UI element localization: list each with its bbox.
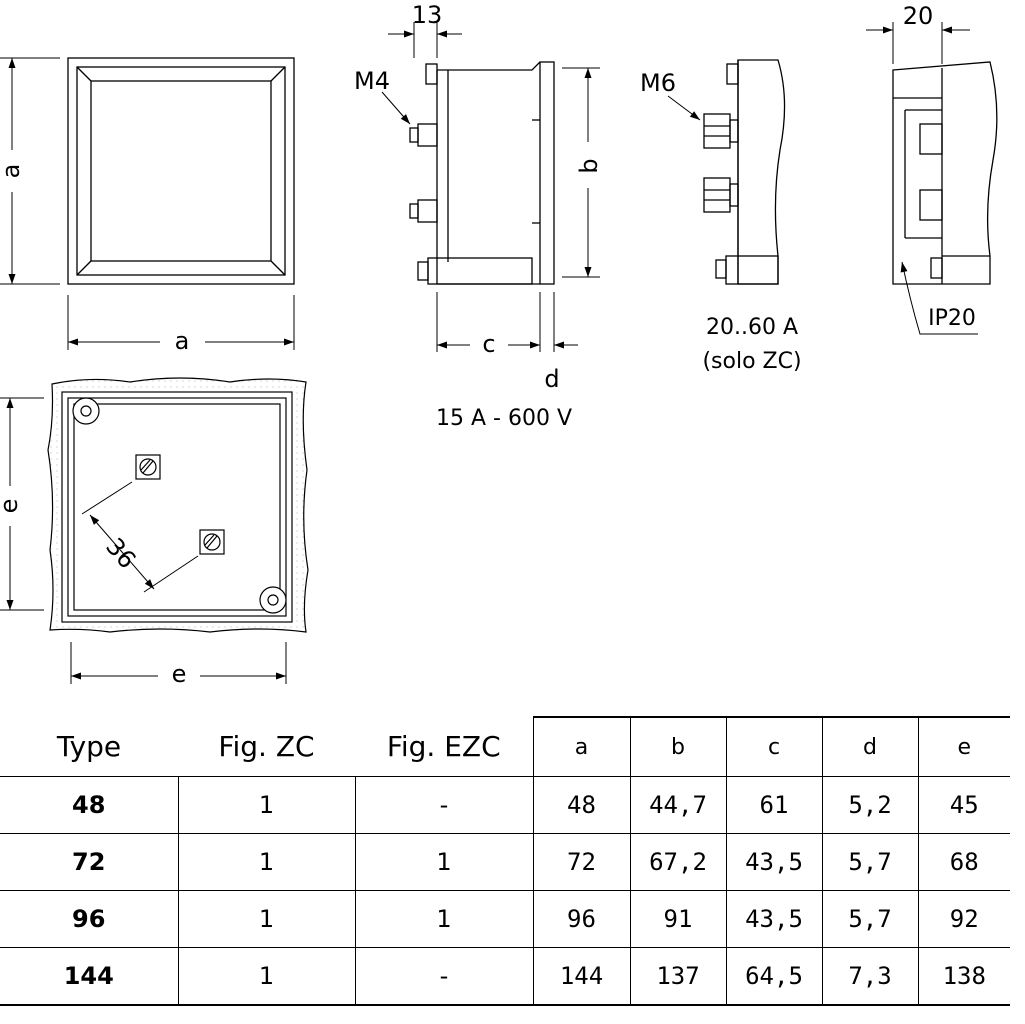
dim-label-b: b — [575, 158, 603, 173]
cell-c: 64,5 — [725, 947, 822, 1006]
rating-15a-label: 15 A - 600 V — [436, 406, 572, 431]
dimensions-table: Type Fig. ZC Fig. EZC a b c d e 48 1 - 4… — [0, 716, 1010, 1006]
dimension-36 — [81, 481, 199, 593]
terminal-top-m6 — [726, 63, 739, 85]
terminal-bottom — [417, 261, 429, 281]
corner-screw-top-left — [72, 397, 100, 425]
dimension-13 — [388, 22, 462, 58]
side-housing-curved — [737, 59, 786, 285]
cell-d: 7,3 — [821, 947, 918, 1006]
cell-e: 68 — [917, 833, 1010, 891]
dimension-e-horizontal — [70, 642, 287, 684]
dim-label-c: c — [482, 330, 495, 358]
side-base-block-2 — [725, 255, 779, 285]
dimension-20 — [866, 22, 970, 64]
label-m6: M6 — [640, 69, 676, 97]
side-base-block — [427, 257, 533, 285]
cell-a: 72 — [532, 833, 630, 891]
cell-fig-zc: 1 — [177, 776, 355, 834]
cell-b: 137 — [629, 947, 726, 1006]
corner-screw-bottom-right — [259, 586, 287, 614]
cell-type: 96 — [0, 890, 178, 948]
front-bezel-inner — [76, 66, 286, 276]
cell-b: 91 — [629, 890, 726, 948]
header-c: c — [725, 716, 822, 777]
terminal-top — [425, 63, 438, 85]
header-fig-zc: Fig. ZC — [218, 730, 315, 763]
cell-c: 43,5 — [725, 833, 822, 891]
front-view — [67, 57, 295, 285]
front-window — [90, 80, 272, 262]
table-header-row: Type Fig. ZC Fig. EZC a b c d e — [0, 716, 1010, 777]
cell-a: 96 — [532, 890, 630, 948]
cell-e: 138 — [917, 947, 1010, 1006]
rating-20-60a-label: 20..60 A — [706, 315, 798, 340]
dimension-a-vertical — [0, 57, 60, 285]
dim-label-20: 20 — [903, 2, 934, 30]
cell-fig-zc: 1 — [177, 833, 355, 891]
cell-fig-zc: 1 — [177, 890, 355, 948]
label-m4: M4 — [354, 67, 390, 95]
cell-c: 43,5 — [725, 890, 822, 948]
cell-e: 92 — [917, 890, 1010, 948]
label-ip20: IP20 — [928, 306, 976, 331]
cell-b: 67,2 — [629, 833, 726, 891]
dim-label-e-vertical: e — [0, 499, 23, 514]
front-bezel-outer — [67, 57, 295, 285]
cutout-outer — [61, 391, 293, 623]
dim-label-a-vertical: a — [0, 164, 25, 179]
table-row: 96 1 1 96 91 43,5 5,7 92 — [0, 890, 1010, 948]
technical-drawing: a a 13 M4 b — [0, 1, 998, 688]
panel-cutout-view — [47, 377, 309, 633]
cell-b: 44,7 — [629, 776, 726, 834]
dim-label-d: d — [544, 365, 559, 393]
terminal-m4-1 — [417, 123, 438, 147]
cell-fig-ezc: - — [354, 776, 533, 834]
ip20-cover-view — [892, 61, 998, 285]
dim-label-a-horizontal: a — [175, 327, 190, 355]
cell-type: 72 — [0, 833, 178, 891]
solo-zc-label: (solo ZC) — [702, 349, 801, 374]
table-row: 48 1 - 48 44,7 61 5,2 45 — [0, 776, 1010, 834]
header-fig-ezc: Fig. EZC — [386, 730, 501, 763]
header-d: d — [821, 716, 918, 777]
cover-housing — [892, 61, 998, 285]
cell-fig-ezc: 1 — [354, 833, 533, 891]
dimension-b — [562, 67, 600, 278]
cell-d: 5,2 — [821, 776, 918, 834]
cell-e: 45 — [917, 776, 1010, 834]
header-e: e — [917, 716, 1010, 777]
cell-fig-ezc: 1 — [354, 890, 533, 948]
header-type: Type — [56, 730, 122, 763]
header-a: a — [532, 716, 630, 777]
terminal-m4-2 — [417, 199, 438, 223]
side-bezel — [539, 61, 555, 285]
terminal-m6-2 — [703, 177, 731, 213]
cell-a: 48 — [532, 776, 630, 834]
cell-type: 144 — [0, 947, 178, 1006]
dim-label-e-horizontal: e — [172, 660, 187, 688]
dim-label-13: 13 — [412, 1, 443, 29]
dimension-e-vertical — [0, 397, 44, 611]
dimension-d — [520, 292, 578, 352]
terminal-m6-1 — [703, 113, 731, 149]
cell-d: 5,7 — [821, 833, 918, 891]
cell-fig-ezc: - — [354, 947, 533, 1006]
side-view-15a — [409, 61, 555, 285]
cell-d: 5,7 — [821, 890, 918, 948]
dimension-a-horizontal — [67, 295, 295, 350]
table-row: 144 1 - 144 137 64,5 7,3 138 — [0, 947, 1010, 1006]
cell-c: 61 — [725, 776, 822, 834]
header-b: b — [629, 716, 726, 777]
side-view-20-60a — [703, 59, 786, 285]
cell-a: 144 — [532, 947, 630, 1006]
cell-fig-zc: 1 — [177, 947, 355, 1006]
cell-type: 48 — [0, 776, 178, 834]
table-row: 72 1 1 72 67,2 43,5 5,7 68 — [0, 833, 1010, 891]
